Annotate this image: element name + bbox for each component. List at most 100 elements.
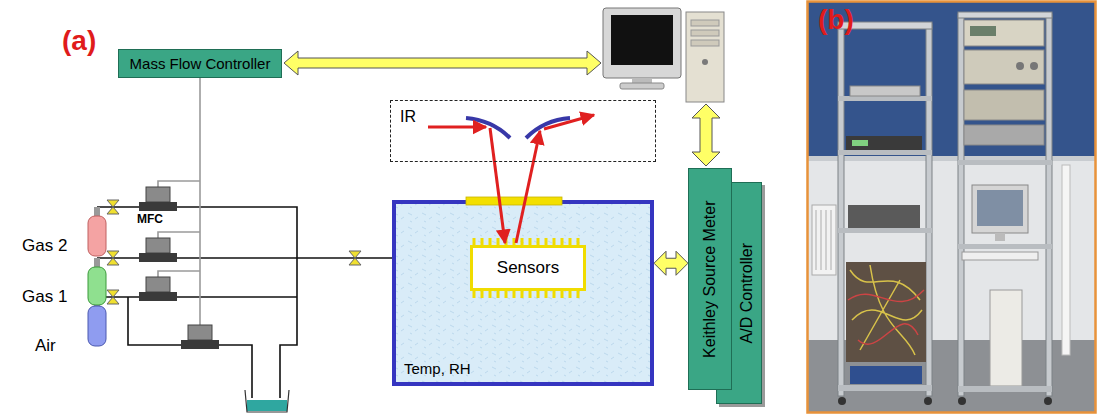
computer-icon <box>691 40 719 46</box>
lab-photo <box>958 386 1052 392</box>
control-wires <box>158 232 200 238</box>
lab-photo <box>838 96 932 101</box>
gas-label: Air <box>35 336 56 356</box>
bubbler <box>247 400 287 411</box>
lab-photo <box>807 1 1096 413</box>
control-wires <box>158 181 200 187</box>
sensor-array: Sensors <box>470 245 586 291</box>
gas-cylinder <box>88 207 106 346</box>
lab-photo <box>1016 62 1024 70</box>
node-text: Keithley Source Meter <box>701 200 719 357</box>
lab-photo <box>838 397 846 405</box>
valve-symbol <box>107 200 361 304</box>
test-chamber: SensorsTemp, RH <box>392 200 654 386</box>
mfc-unit <box>146 277 170 292</box>
lab-photo <box>848 290 924 344</box>
mfc-unit <box>139 187 219 349</box>
lab-photo <box>848 205 920 228</box>
sensor-contacts <box>474 291 578 298</box>
lab-photo <box>972 185 1028 233</box>
component-tag: MFC <box>137 213 163 227</box>
data-link-arrow <box>692 104 720 166</box>
test-chamber-body <box>394 197 652 384</box>
lab-photo <box>1030 62 1038 70</box>
computer-icon <box>691 20 719 26</box>
valve-symbol <box>107 290 119 304</box>
bubbler <box>245 390 289 412</box>
gas-label: Gas 1 <box>22 287 67 307</box>
data-link-arrow <box>284 51 601 75</box>
lab-photo <box>838 24 844 396</box>
gas-cylinder <box>88 216 106 256</box>
lab-photo <box>807 1 1096 413</box>
panel-letter: (a) <box>62 25 96 57</box>
controller-box: Mass Flow Controller <box>118 49 282 78</box>
signal-arrow <box>654 251 688 275</box>
computer-icon <box>611 15 673 65</box>
mfc-unit <box>146 238 170 253</box>
gas-pipes <box>97 207 297 297</box>
computer-icon <box>620 83 664 89</box>
gas-pipes <box>128 297 252 398</box>
computer-icon <box>603 8 724 102</box>
node-text: A/D Controller <box>738 243 756 343</box>
lab-photo <box>812 205 836 275</box>
computer-icon <box>632 78 652 83</box>
mfc-unit <box>139 253 177 262</box>
computer-icon <box>691 30 719 36</box>
gas-cylinder <box>88 306 106 346</box>
valve-symbol <box>107 251 119 265</box>
sensor-contacts <box>474 238 578 245</box>
test-chamber-body <box>466 197 562 205</box>
bubbler <box>245 390 289 412</box>
valve-symbol <box>349 251 361 265</box>
lab-photo <box>924 397 932 405</box>
lab-photo <box>1046 14 1052 396</box>
data-link-arrow <box>284 51 720 166</box>
lab-photo <box>964 20 1044 46</box>
lab-photo <box>807 156 1096 161</box>
lab-photo <box>846 262 926 362</box>
control-wires <box>158 271 200 277</box>
lab-photo <box>926 24 932 396</box>
computer-icon <box>603 8 681 78</box>
lab-photo <box>807 1 1096 161</box>
gas-pipes <box>97 207 392 398</box>
computer-icon <box>702 59 708 65</box>
lab-photo <box>977 190 1023 226</box>
lab-photo <box>838 228 932 233</box>
lab-photo <box>958 12 1052 18</box>
lab-photo <box>850 366 922 384</box>
panel-letter: (b) <box>818 4 854 36</box>
source-meter-box: Keithley Source Meter <box>688 168 732 390</box>
gas-label: Air <box>35 336 56 356</box>
mfc-unit <box>139 202 177 211</box>
lab-photo <box>846 136 922 150</box>
ir-path-box: IR <box>390 100 656 162</box>
panel-letter: (a) <box>62 25 96 57</box>
lab-photo <box>808 2 1096 413</box>
component-tag: MFC <box>137 213 163 227</box>
ir-optics <box>428 115 594 243</box>
gas-pipes <box>97 296 297 298</box>
lab-photo <box>970 26 996 36</box>
valve-symbol <box>107 200 119 214</box>
node-text: Temp, RH <box>404 360 471 377</box>
lab-photo <box>958 244 1052 249</box>
lab-photo <box>958 14 964 396</box>
gas-label: Gas 2 <box>22 236 67 256</box>
mfc-unit <box>181 340 219 349</box>
lab-photo <box>838 150 932 155</box>
lab-photo <box>838 385 932 391</box>
control-wires <box>199 78 201 325</box>
lab-photo <box>816 210 831 270</box>
computer-icon <box>686 12 724 102</box>
lab-photo <box>964 50 1044 84</box>
lab-photo <box>1062 165 1070 355</box>
lab-photo <box>995 233 1005 241</box>
panel-letter: (b) <box>818 4 854 36</box>
ir-optics <box>490 128 505 243</box>
lab-photo <box>958 397 966 405</box>
gas-label: Gas 2 <box>22 236 67 256</box>
